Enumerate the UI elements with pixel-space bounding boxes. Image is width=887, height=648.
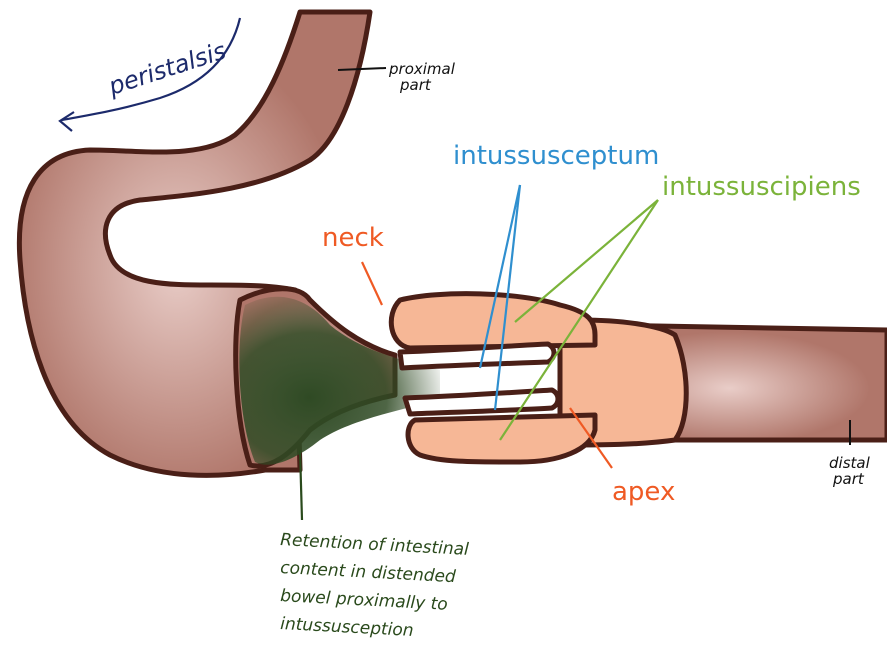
neck-leader bbox=[362, 262, 382, 305]
apex-label: apex bbox=[612, 477, 675, 507]
intussuscipiens-label: intussuscipiens bbox=[662, 172, 861, 202]
retention-note-line4: intussusception bbox=[280, 614, 414, 641]
retention-note-line3: bowel proximally to bbox=[280, 586, 448, 615]
retention-note-line2: content in distended bbox=[280, 558, 457, 587]
neck-label: neck bbox=[322, 223, 384, 253]
distal-part-label-line2: part bbox=[832, 470, 865, 488]
proximal-part-label-line2: part bbox=[399, 76, 432, 94]
intussuscipiens-leader-1 bbox=[515, 200, 658, 322]
peristalsis-label: peristalsis bbox=[104, 37, 229, 101]
intussusceptum-upper-fold bbox=[391, 294, 595, 348]
retention-note-line1: Retention of intestinal bbox=[280, 530, 470, 560]
intussusceptum-label: intussusceptum bbox=[453, 141, 659, 171]
